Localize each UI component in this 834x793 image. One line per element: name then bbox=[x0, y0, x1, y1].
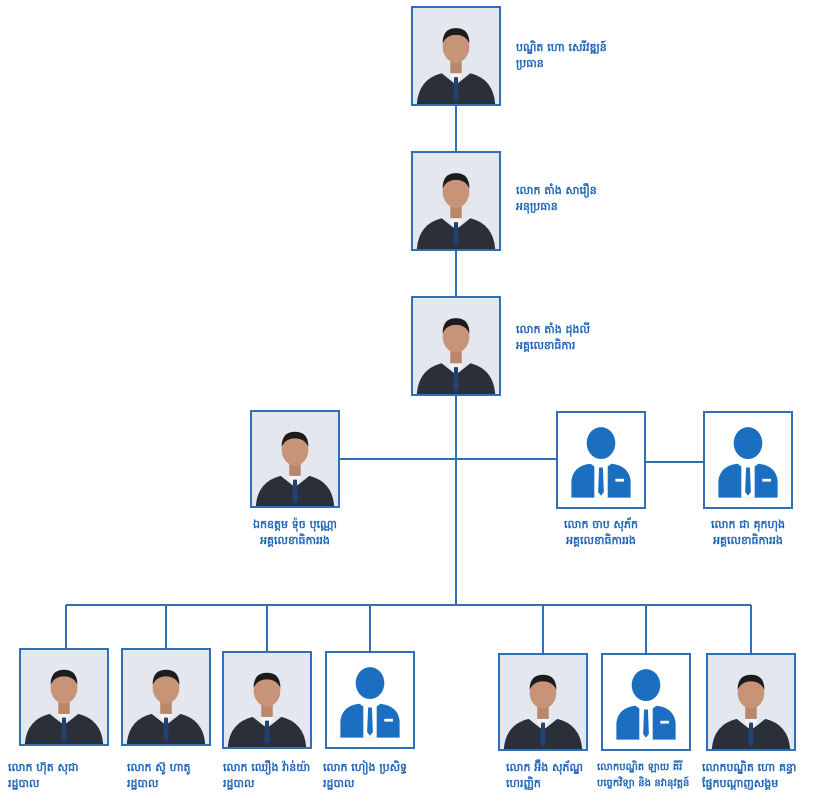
person-role: រដ្ឋបាល bbox=[223, 777, 255, 790]
person-name: លោក ចាប សុភ័ក bbox=[564, 518, 638, 531]
person-role: បច្ចេកវិទ្យា និង នវានុវត្តន៍ bbox=[597, 778, 690, 789]
deputy-sg-1-photo bbox=[250, 410, 340, 508]
person-role: រដ្ឋបាល bbox=[8, 777, 40, 790]
tech-program-photo bbox=[601, 653, 691, 751]
treasurer-label: លោក អ៊ឹង សុភ័ណ្ឌហេរញ្ញិក bbox=[506, 760, 583, 792]
person-name: លោក ស៊ូ ហាតូ bbox=[127, 761, 191, 774]
social-network-label: លោកបណ្ឌិត ហោ គន្ធាផ្នែកបណ្តាញសង្គម bbox=[702, 760, 796, 792]
president-label: បណ្ឌិត ហោ សេរីវឌ្ឍន៍ប្រធាន bbox=[516, 40, 607, 72]
person-photo-icon bbox=[500, 655, 586, 749]
person-role: អគ្គលេខាធិការរង bbox=[713, 534, 783, 547]
person-photo-icon bbox=[123, 650, 209, 744]
admin-1-label: លោក ហ៊ុត សុជារដ្ឋបាល bbox=[8, 760, 79, 792]
person-role: ផ្នែកបណ្តាញសង្គម bbox=[702, 777, 779, 790]
person-name: លោក អ៊ឹង សុភ័ណ្ឌ bbox=[506, 761, 583, 774]
person-photo-icon bbox=[413, 153, 499, 249]
admin-4-photo bbox=[325, 651, 415, 749]
person-avatar-icon bbox=[327, 653, 413, 747]
person-role: ហេរញ្ញិក bbox=[506, 777, 541, 790]
deputy-sg-2-photo bbox=[556, 411, 646, 509]
person-photo-icon bbox=[224, 653, 310, 747]
person-role: ប្រធាន bbox=[516, 57, 544, 70]
admin-3-photo bbox=[222, 651, 312, 749]
person-name: លោក ហ៊ុត សុជា bbox=[8, 761, 79, 774]
person-avatar-icon bbox=[558, 413, 644, 507]
secretary-general-label: លោក តាំង ដុងលីអគ្គលេខាធិការ bbox=[516, 322, 590, 354]
person-photo-icon bbox=[413, 8, 499, 104]
person-name: លោក ឈឿង វ៉ាន់យ៉ា bbox=[223, 761, 311, 774]
person-name: លោកបណ្ឌិត ឡាយ គីរី bbox=[597, 762, 683, 773]
person-role: អគ្គលេខាធិការរង bbox=[566, 534, 636, 547]
deputy-sg-3-label: លោក ជា គុកហុងអគ្គលេខាធិការរង bbox=[673, 517, 823, 549]
person-avatar-icon bbox=[705, 413, 791, 507]
social-network-photo bbox=[706, 653, 796, 751]
admin-1-photo bbox=[19, 648, 109, 746]
admin-2-photo bbox=[121, 648, 211, 746]
tech-program-label: លោកបណ្ឌិត ឡាយ គីរីបច្ចេកវិទ្យា និង នវានុ… bbox=[597, 760, 689, 792]
admin-2-label: លោក ស៊ូ ហាតូរដ្ឋបាល bbox=[127, 760, 191, 792]
deputy-sg-2-label: លោក ចាប សុភ័កអគ្គលេខាធិការរង bbox=[526, 517, 676, 549]
person-name: លោក តាំង ដុងលី bbox=[516, 323, 590, 336]
person-role: អនុប្រធាន bbox=[516, 200, 558, 213]
person-photo-icon bbox=[413, 298, 499, 394]
person-avatar-icon bbox=[603, 655, 689, 749]
person-photo-icon bbox=[21, 650, 107, 744]
person-name: លោក តាំង សារឿន bbox=[516, 184, 597, 197]
connector-lines bbox=[65, 106, 752, 653]
person-name: បណ្ឌិត ហោ សេរីវឌ្ឍន៍ bbox=[516, 41, 607, 54]
treasurer-photo bbox=[498, 653, 588, 751]
vice-president-label: លោក តាំង សារឿនអនុប្រធាន bbox=[516, 183, 597, 215]
admin-3-label: លោក ឈឿង វ៉ាន់យ៉ារដ្ឋបាល bbox=[223, 760, 310, 792]
person-name: លោក ជា គុកហុង bbox=[711, 518, 785, 531]
person-role: រដ្ឋបាល bbox=[127, 777, 159, 790]
person-role: អគ្គលេខាធិការរង bbox=[260, 534, 330, 547]
secretary-general-photo bbox=[411, 296, 501, 396]
person-role: អគ្គលេខាធិការ bbox=[516, 339, 576, 352]
person-photo-icon bbox=[708, 655, 794, 749]
person-photo-icon bbox=[252, 412, 338, 506]
deputy-sg-1-label: ឯកឧត្តម ទ៉ុច បុណ្ណោអគ្គលេខាធិការរង bbox=[220, 517, 370, 549]
vice-president-photo bbox=[411, 151, 501, 251]
person-role: រដ្ឋបាល bbox=[323, 777, 355, 790]
president-photo bbox=[411, 6, 501, 106]
person-name: លោកបណ្ឌិត ហោ គន្ធា bbox=[702, 761, 797, 774]
person-name: លោក ហៀង ប្រសិទ្ធ bbox=[323, 761, 408, 774]
person-name: ឯកឧត្តម ទ៉ុច បុណ្ណោ bbox=[253, 518, 337, 531]
deputy-sg-3-photo bbox=[703, 411, 793, 509]
admin-4-label: លោក ហៀង ប្រសិទ្ធរដ្ឋបាល bbox=[323, 760, 407, 792]
